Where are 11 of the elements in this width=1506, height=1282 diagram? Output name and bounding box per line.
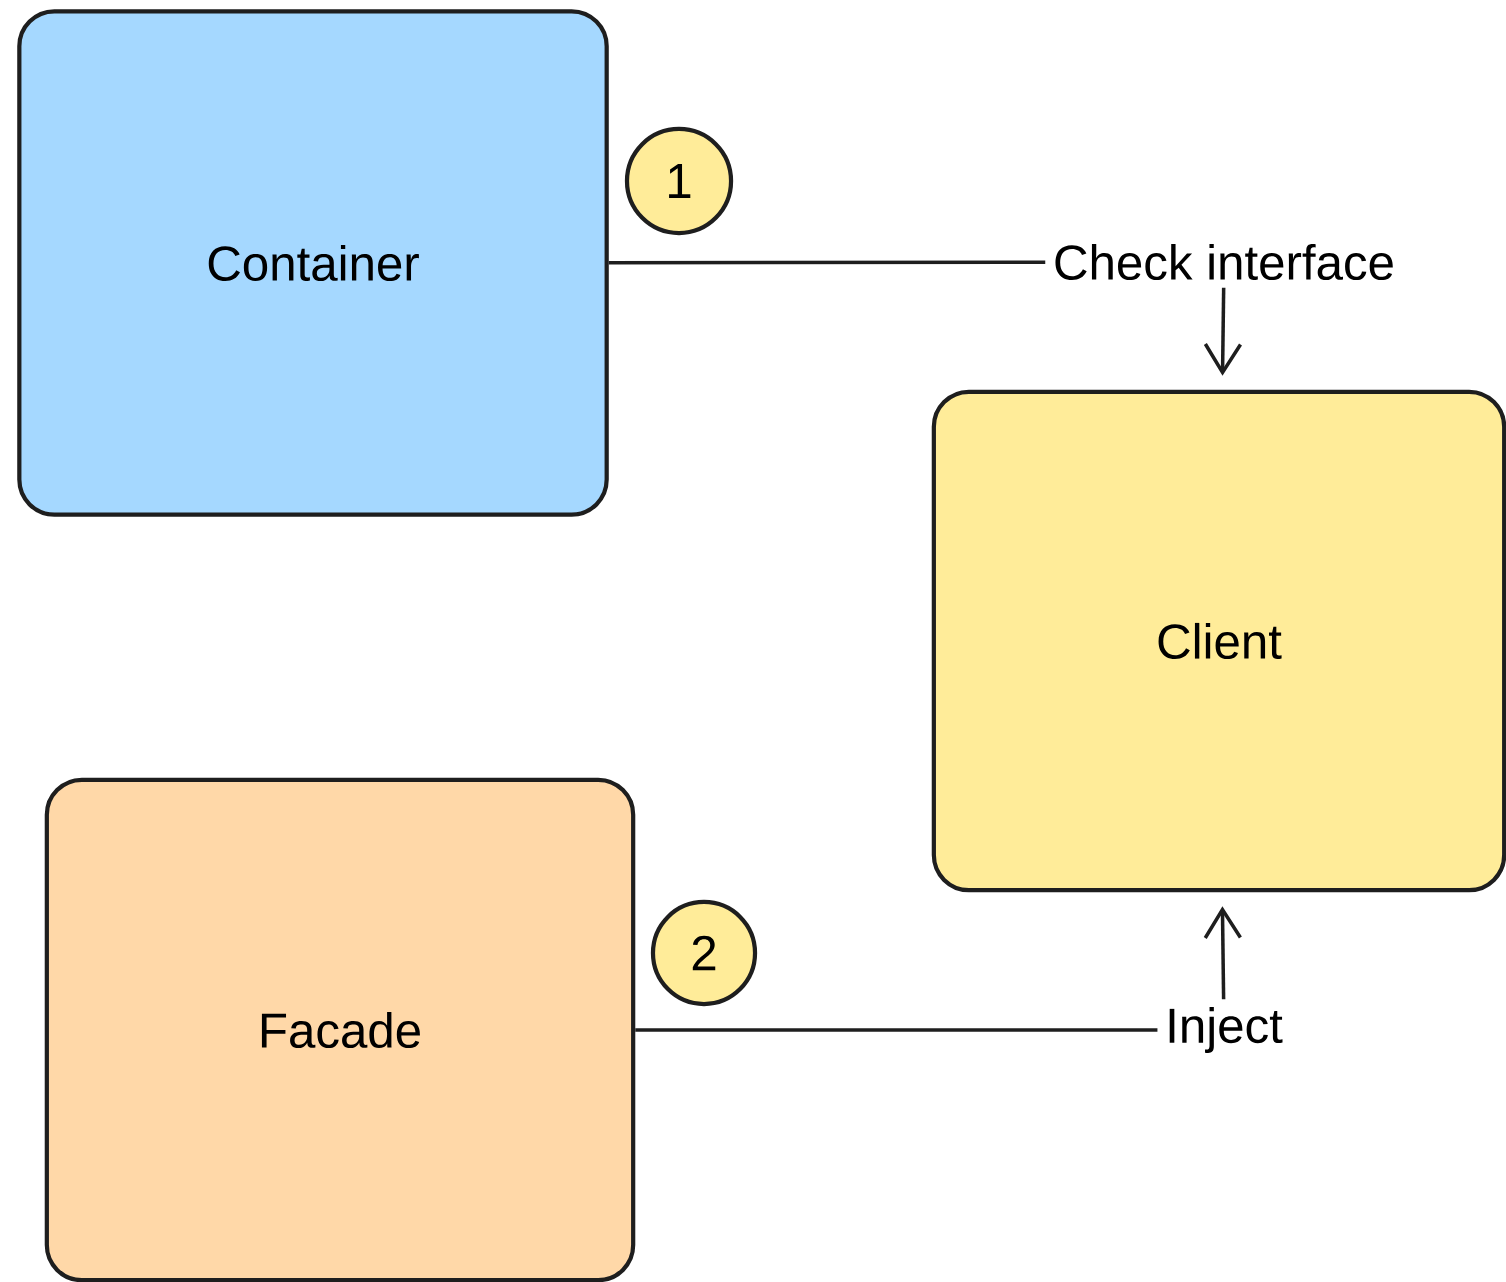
- arrow: [1203, 906, 1242, 1000]
- process-box: Client: [931, 389, 1506, 893]
- text-label: Check interface: [1045, 236, 1403, 288]
- arrow: [1203, 287, 1242, 376]
- connector-line: [608, 260, 1046, 265]
- process-box: Container: [17, 9, 609, 517]
- callout-number: 1: [624, 126, 734, 236]
- connector-line: [635, 1028, 1158, 1032]
- process-box: Facade: [44, 777, 636, 1282]
- text-label: Inject: [1158, 1000, 1290, 1060]
- callout-number: 2: [650, 899, 758, 1007]
